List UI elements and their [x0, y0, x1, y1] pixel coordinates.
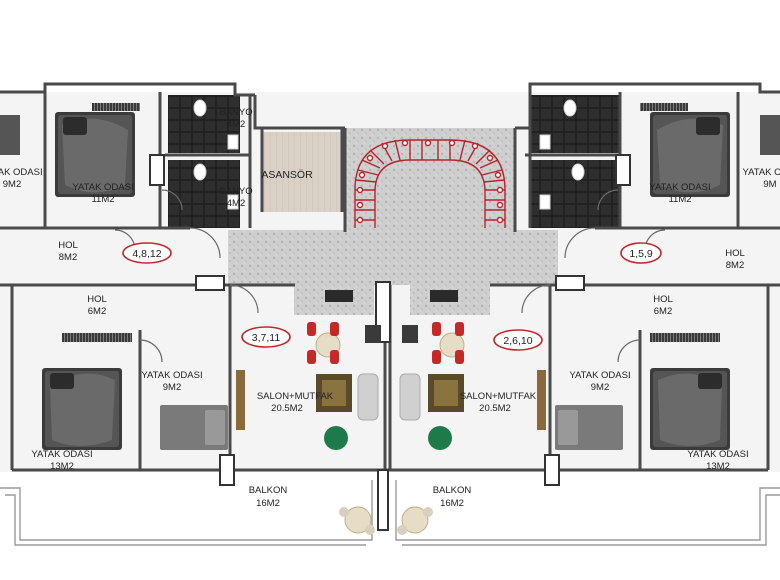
hall-lower-left-area: 6M2 [88, 306, 106, 317]
staircase [354, 139, 506, 228]
balcony-left-area: 16M2 [256, 498, 280, 509]
bedroom-bottom-right-area: 13M2 [706, 461, 730, 472]
unit-number-top-left: 4,8,12 [132, 248, 161, 260]
hall-left-area: 8M2 [59, 252, 77, 263]
bedroom-bottom-right-name: YATAK ODASI [687, 449, 748, 460]
bathroom-bottom-name: BANYO [219, 186, 252, 197]
bedroom-top-left-area: 11M2 [91, 194, 114, 205]
hall-right-area: 8M2 [726, 260, 744, 271]
living-right-name: SALON+MUTFAK [460, 391, 537, 402]
living-left-name: SALON+MUTFAK [257, 391, 334, 402]
bedroom-mid-left-area: 9M2 [163, 382, 181, 393]
bed-mid-right [555, 405, 623, 450]
bed-top-left-edge [0, 115, 20, 155]
elevator-label: ASANSÖR [261, 169, 313, 181]
kitchen-fixtures [325, 290, 458, 343]
bedroom-top-right-edge-area: 9M [763, 179, 776, 190]
bed-top-right [650, 112, 730, 197]
bedroom-mid-left-name: YATAK ODASI [141, 370, 202, 381]
corridor-floor [228, 230, 558, 285]
bed-bottom-left [42, 368, 122, 450]
living-left-area: 20.5M2 [271, 403, 303, 414]
hall-lower-right-name: HOL [653, 294, 673, 305]
hall-right-name: HOL [725, 248, 745, 259]
bathroom-bottom-area: 4M2 [227, 198, 245, 209]
bedroom-top-right-name: YATAK ODASI [649, 182, 710, 193]
unit-number-bottom-left: 3,7,11 [252, 332, 281, 344]
bed-top-left [55, 112, 135, 197]
elevator-floor [262, 132, 342, 212]
room-labels: ASANSÖR BANYO 4M2 BANYO 4M2 HOL 8M2 HOL … [0, 107, 780, 509]
bed-bottom-right [650, 368, 730, 450]
unit-number-bottom-right: 2,6,10 [503, 335, 532, 347]
bedroom-bottom-left-name: YATAK ODASI [31, 449, 92, 460]
bathroom-top-area: 4M2 [227, 119, 245, 130]
bathroom-top-name: BANYO [219, 107, 252, 118]
bedroom-bottom-left-area: 13M2 [50, 461, 74, 472]
unit-badge-bottom-left [241, 326, 291, 348]
dining-sets [307, 322, 465, 364]
wardrobes [62, 103, 720, 430]
bed-top-right-edge [760, 115, 780, 155]
bedroom-top-left-name: YATAK ODASI [72, 182, 133, 193]
bedroom-top-left-edge-name: YATAK ODASI [0, 167, 43, 178]
hall-lower-left-name: HOL [87, 294, 107, 305]
bedroom-top-left-edge-area: 9M2 [3, 179, 21, 190]
bedroom-top-right-edge-name: YATAK O [742, 167, 780, 178]
beds [0, 112, 780, 450]
balcony-left-name: BALKON [249, 485, 288, 496]
balcony-right-name: BALKON [433, 485, 472, 496]
bed-mid-left [160, 405, 228, 450]
unit-number-top-right: 1,5,9 [629, 248, 653, 260]
unit-badge-top-left [122, 242, 172, 264]
bedroom-top-right-area: 11M2 [668, 194, 691, 205]
balcony-railing [0, 480, 780, 546]
unit-badge-top-right [620, 242, 662, 264]
walls [0, 82, 780, 472]
balcony-right-area: 16M2 [440, 498, 464, 509]
hall-lower-right-area: 6M2 [654, 306, 672, 317]
bedroom-mid-right-area: 9M2 [591, 382, 609, 393]
bedroom-mid-right-name: YATAK ODASI [569, 370, 630, 381]
living-sets [316, 373, 464, 450]
balcony-tables [339, 506, 433, 535]
unit-badges: 4,8,12 1,5,9 3,7,11 2,6,10 [122, 242, 662, 351]
unit-badge-bottom-right [493, 329, 543, 351]
bathroom-fixtures [193, 99, 585, 210]
living-right-area: 20.5M2 [479, 403, 511, 414]
hall-left-name: HOL [58, 240, 78, 251]
